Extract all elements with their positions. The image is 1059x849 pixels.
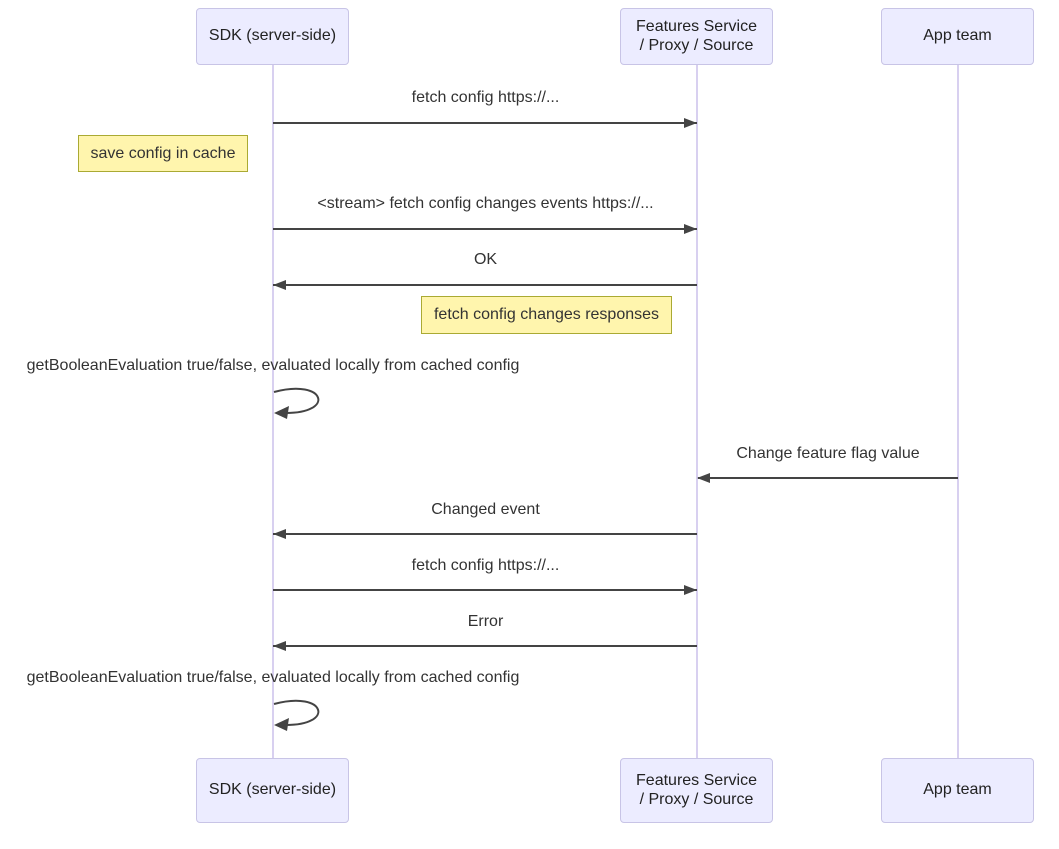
message-label: OK bbox=[473, 251, 498, 268]
message-line bbox=[273, 645, 697, 647]
actor-features-service-label: Features Service / Proxy / Source bbox=[636, 772, 757, 808]
actor-sdk-top: SDK (server-side) bbox=[196, 8, 349, 65]
note-save-config-in-cache: save config in cache bbox=[78, 135, 248, 172]
note-label: save config in cache bbox=[90, 144, 236, 162]
note-label: fetch config changes responses bbox=[433, 306, 660, 323]
actor-features-service-bottom: Features Service / Proxy / Source bbox=[620, 758, 773, 823]
message-line bbox=[273, 122, 697, 124]
message-label: Change feature flag value bbox=[736, 445, 920, 462]
actor-app-team-bottom: App team bbox=[881, 758, 1034, 823]
self-loop-arrow bbox=[273, 699, 320, 731]
message-label: getBooleanEvaluation true/false, evaluat… bbox=[26, 357, 520, 374]
message-line bbox=[273, 284, 697, 286]
message-label: Changed event bbox=[431, 501, 540, 518]
message-line bbox=[273, 228, 697, 230]
arrowhead-right-icon bbox=[684, 118, 697, 128]
message-label: fetch config https://... bbox=[411, 557, 560, 574]
arrowhead-left-icon bbox=[273, 529, 286, 539]
lifeline-app-team bbox=[957, 65, 959, 758]
arrowhead-right-icon bbox=[684, 585, 697, 595]
message-label: getBooleanEvaluation true/false, evaluat… bbox=[26, 669, 520, 686]
actor-sdk-bottom: SDK (server-side) bbox=[196, 758, 349, 823]
lifeline-sdk bbox=[272, 65, 274, 758]
message-line bbox=[698, 477, 958, 479]
arrowhead-right-icon bbox=[684, 224, 697, 234]
lifeline-features-service bbox=[696, 65, 698, 758]
message-line bbox=[273, 589, 697, 591]
message-label: Error bbox=[467, 613, 504, 630]
actor-features-service-top: Features Service / Proxy / Source bbox=[620, 8, 773, 65]
actor-sdk-label: SDK (server-side) bbox=[208, 27, 337, 45]
note-fetch-config-changes-responses: fetch config changes responses bbox=[421, 296, 672, 334]
message-label: fetch config https://... bbox=[411, 89, 560, 106]
message-label: <stream> fetch config changes events htt… bbox=[317, 195, 654, 212]
self-loop-arrow bbox=[273, 387, 320, 419]
actor-features-service-label: Features Service / Proxy / Source bbox=[636, 18, 757, 54]
message-line bbox=[273, 533, 697, 535]
arrowhead-left-icon bbox=[697, 473, 710, 483]
actor-app-team-label: App team bbox=[923, 27, 992, 45]
arrowhead-left-icon bbox=[273, 641, 286, 651]
arrowhead-left-icon bbox=[273, 280, 286, 290]
actor-app-team-top: App team bbox=[881, 8, 1034, 65]
actor-sdk-label: SDK (server-side) bbox=[208, 781, 337, 799]
actor-app-team-label: App team bbox=[923, 781, 992, 799]
